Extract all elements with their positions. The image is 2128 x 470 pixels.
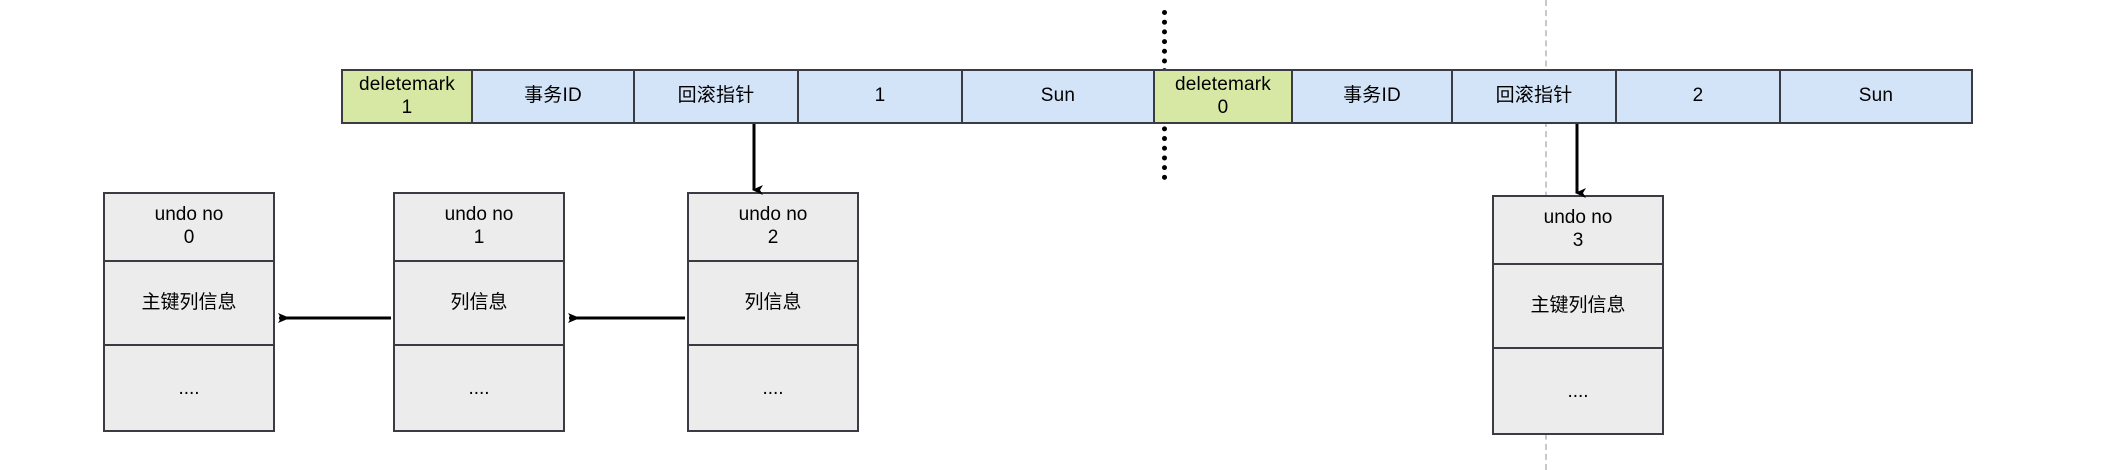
undo-line-2: 0 [183,227,195,248]
record-2-cell-value-number: 2 [1615,69,1781,124]
record-2-cell-trx-id: 事务ID [1291,69,1453,124]
record-2-cell-value-name: Sun [1779,69,1973,124]
record-1-cell-roll-pointer: 回滚指针 [633,69,799,124]
undo-line-2: 3 [1572,230,1584,251]
cell-line-1: deletemark [1175,74,1271,96]
cell-line-1: 事务ID [524,85,582,107]
undo-line-1: .... [468,377,490,399]
cell-line-1: 2 [1692,85,1704,107]
undo-line-1: undo no [154,204,224,226]
undo-line-2: 2 [767,227,779,248]
cell-line-2: 1 [401,96,413,118]
cell-line-1: Sun [1040,85,1076,107]
undo-line-2: 1 [473,227,485,248]
undo-log-3-undo-content: 主键列信息 [1494,265,1662,349]
cell-line-1: deletemark [359,74,455,96]
undo-log-0-undo-more: .... [105,346,273,432]
undo-line-1: 主键列信息 [1530,294,1626,316]
cell-line-1: 事务ID [1343,85,1401,107]
cell-line-1: 1 [874,85,886,107]
record-2-cell-roll-pointer: 回滚指针 [1451,69,1617,124]
undo-line-1: undo no [1543,207,1613,229]
undo-line-1: 列信息 [744,291,802,313]
record-1-cell-value-name: Sun [961,69,1155,124]
undo-line-1: 主键列信息 [141,291,237,313]
record-1-cell-value-number: 1 [797,69,963,124]
undo-log-3-undo-more: .... [1494,349,1662,435]
undo-line-1: .... [178,377,200,399]
undo-line-1: undo no [444,204,514,226]
cell-line-1: Sun [1858,85,1894,107]
cell-line-2: 0 [1217,96,1229,118]
undo-log-1-undo-more: .... [395,346,563,432]
record-1-cell-trx-id: 事务ID [471,69,635,124]
undo-log-2-undo-content: 列信息 [689,262,857,346]
undo-line-1: .... [1567,380,1589,402]
undo-line-1: .... [762,377,784,399]
cell-line-1: 回滚指针 [677,85,755,107]
cell-line-1: 回滚指针 [1495,85,1573,107]
undo-line-1: undo no [738,204,808,226]
undo-line-1: 列信息 [450,291,508,313]
undo-log-0-undo-content: 主键列信息 [105,262,273,346]
undo-log-2-undo-more: .... [689,346,857,432]
undo-log-1-undo-content: 列信息 [395,262,563,346]
